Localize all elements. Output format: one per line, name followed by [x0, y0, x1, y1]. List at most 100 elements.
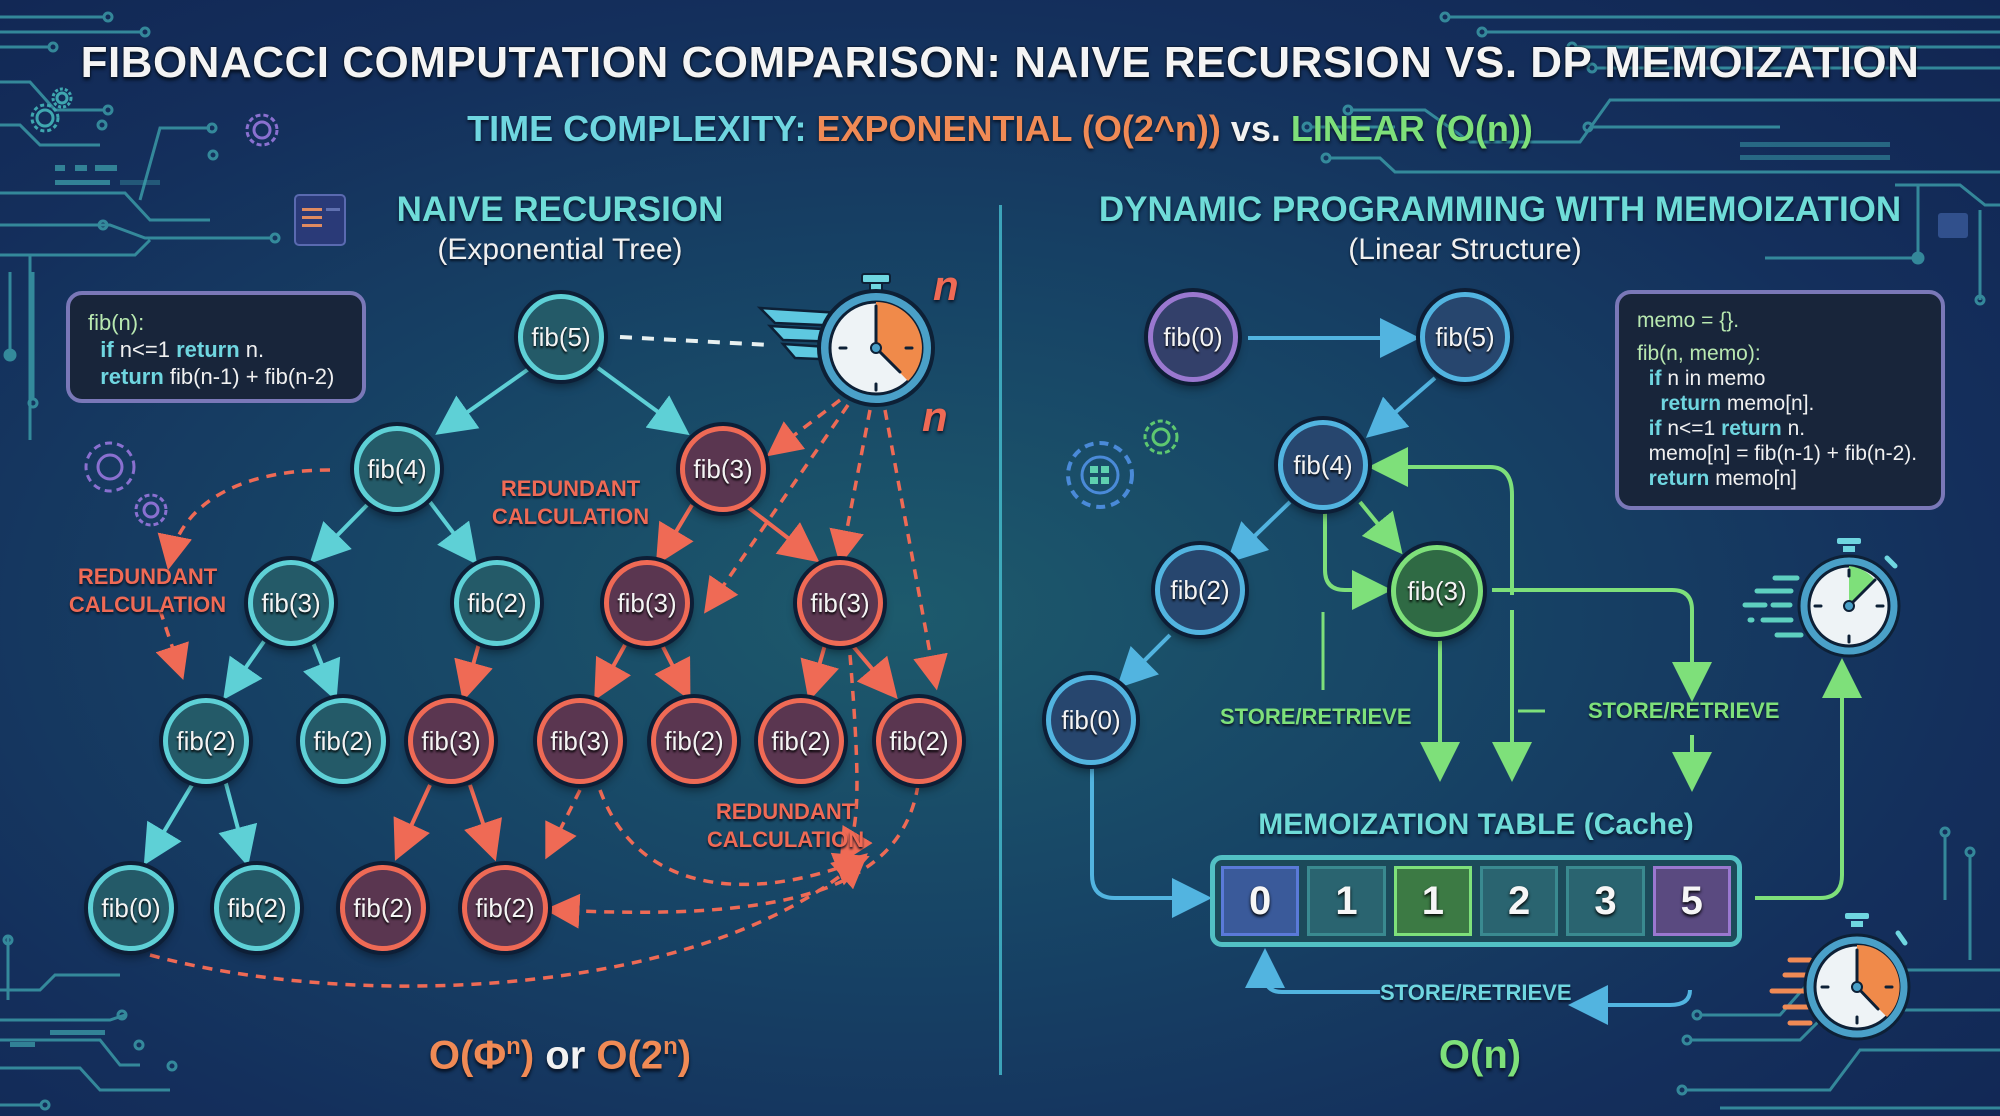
- document-icon: [294, 194, 346, 246]
- memo-cell: 0: [1221, 866, 1300, 936]
- redundant-edge: [883, 409, 948, 691]
- code-line: return memo[n]: [1648, 467, 1797, 490]
- redundant-edge: [157, 468, 331, 571]
- dp-title: DYNAMIC PROGRAMMING WITH MEMOIZATION: [1098, 190, 1902, 229]
- redundant-edge: [766, 398, 842, 457]
- dp-code-box: memo = {}. fib(n, memo): if n in memo re…: [1615, 290, 1945, 510]
- edge: [1090, 765, 1212, 918]
- code-line: memo[n] = fib(n-1) + fib(n-2).: [1648, 442, 1918, 465]
- slow-stopwatch-icon: [1769, 913, 1911, 1041]
- n-label-bottom: n: [922, 393, 948, 440]
- tree-node: fib(2): [651, 698, 737, 784]
- edge: [1245, 948, 1380, 994]
- winged-stopwatch-icon: [756, 273, 935, 407]
- dp-node: fib(0): [1046, 675, 1136, 765]
- tree-node: fib(2): [454, 560, 540, 646]
- naive-recursion-subtitle: (Exponential Tree): [437, 233, 683, 266]
- naive-tree-edges: [143, 335, 948, 988]
- edge: [454, 639, 493, 702]
- edge: [428, 500, 478, 565]
- naive-recursion-title: NAIVE RECURSION: [396, 190, 724, 229]
- n-label-top: n: [933, 262, 959, 309]
- code-line: fib(n, memo):: [1637, 342, 1761, 365]
- tree-node: fib(3): [797, 560, 883, 646]
- redundant-edge: [149, 853, 868, 988]
- edge: [309, 500, 372, 564]
- tree-node: fib(5): [518, 294, 604, 380]
- code-line: return fib(n-1) + fib(n-2): [100, 364, 335, 389]
- edge: [1368, 447, 1514, 595]
- subtitle-linear: LINEAR (O(n)): [1290, 108, 1533, 149]
- dp-subtitle: (Linear Structure): [1348, 233, 1582, 266]
- tree-node: fib(3): [248, 560, 334, 646]
- edge: [435, 366, 532, 435]
- memo-cell: 2: [1479, 866, 1559, 936]
- code-line: fib(n):: [88, 310, 145, 335]
- edge: [464, 784, 502, 862]
- tree-node: fib(2): [462, 865, 548, 951]
- memo-cell: 3: [1566, 866, 1645, 936]
- edge: [596, 366, 690, 436]
- redundant-edge: [839, 654, 873, 865]
- tree-node: fib(2): [876, 698, 962, 784]
- memo-table-title: MEMOIZATION TABLE (Cache): [1258, 808, 1694, 841]
- tree-node: fib(3): [604, 560, 690, 646]
- edge: [218, 779, 258, 867]
- redundant-edge: [704, 404, 850, 614]
- edge: [1755, 658, 1862, 900]
- memo-cell: 1: [1307, 866, 1386, 936]
- dp-node: fib(4): [1278, 420, 1368, 510]
- tree-node: fib(3): [680, 426, 766, 512]
- dp-node: fib(0): [1148, 292, 1238, 382]
- redundant-edge: [829, 409, 872, 566]
- code-line: if n in memo: [1648, 367, 1766, 390]
- edge: [1116, 633, 1172, 689]
- code-line: return memo[n].: [1660, 392, 1815, 415]
- tree-node: fib(3): [408, 698, 494, 784]
- tree-node: fib(2): [758, 698, 844, 784]
- fast-stopwatch-icon: [1742, 538, 1901, 658]
- naive-code-box: fib(n): if n<=1 return n. return fib(n-1…: [66, 291, 366, 403]
- store-retrieve-label: STORE/RETRIEVE: [1220, 704, 1412, 729]
- code-line: if n<=1 return n.: [1648, 417, 1806, 440]
- redundant-edge: [545, 789, 582, 860]
- edge: [1323, 512, 1392, 610]
- dp-node: fib(2): [1155, 545, 1245, 635]
- code-line: memo = {}.: [1637, 309, 1740, 332]
- section-divider: [999, 205, 1002, 1075]
- timer-dashed-link: [619, 335, 771, 347]
- edge: [1358, 500, 1403, 555]
- dp-complexity: O(n): [1438, 1033, 1522, 1077]
- subtitle-prefix: TIME COMPLEXITY:: [467, 108, 807, 149]
- edge: [393, 784, 432, 861]
- store-retrieve-label: STORE/RETRIEVE: [1380, 980, 1572, 1005]
- page-title: FIBONACCI COMPUTATION COMPARISON: NAIVE …: [80, 38, 1920, 87]
- subtitle-vs: vs.: [1230, 108, 1281, 149]
- edge: [303, 639, 341, 702]
- edge: [1226, 500, 1292, 564]
- store-retrieve-label: STORE/RETRIEVE: [1588, 698, 1780, 723]
- edge: [800, 644, 839, 702]
- subtitle-exponential: EXPONENTIAL (O(2^n)): [816, 108, 1221, 149]
- tree-node: fib(3): [537, 698, 623, 784]
- memo-cell: 1: [1393, 866, 1472, 936]
- edge: [654, 644, 691, 701]
- tree-node: fib(2): [340, 865, 426, 951]
- edge: [223, 638, 267, 700]
- edge: [143, 778, 197, 866]
- dp-node: fib(3): [1391, 545, 1483, 637]
- edge: [655, 503, 694, 566]
- tree-node: fib(4): [354, 426, 440, 512]
- redundant-edge: [544, 784, 920, 929]
- edge: [1492, 588, 1712, 702]
- tree-node: fib(2): [300, 698, 386, 784]
- memo-cell: 5: [1652, 866, 1731, 936]
- edge: [1365, 376, 1437, 438]
- edge: [743, 503, 820, 563]
